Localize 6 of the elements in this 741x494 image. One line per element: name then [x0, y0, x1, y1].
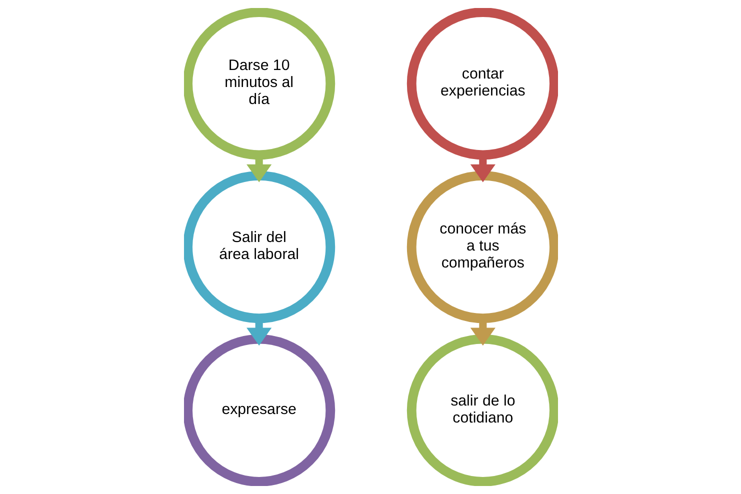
node-circle: contar experiencias: [406, 8, 558, 160]
node-circle: expresarse: [184, 334, 335, 486]
node-circle: conocer más a tus compañeros: [406, 170, 558, 324]
node-circle: Darse 10 minutos al día: [184, 8, 335, 160]
node-circle: Salir del área laboral: [184, 170, 335, 324]
node-circle: salir de lo cotidiano: [406, 334, 558, 486]
